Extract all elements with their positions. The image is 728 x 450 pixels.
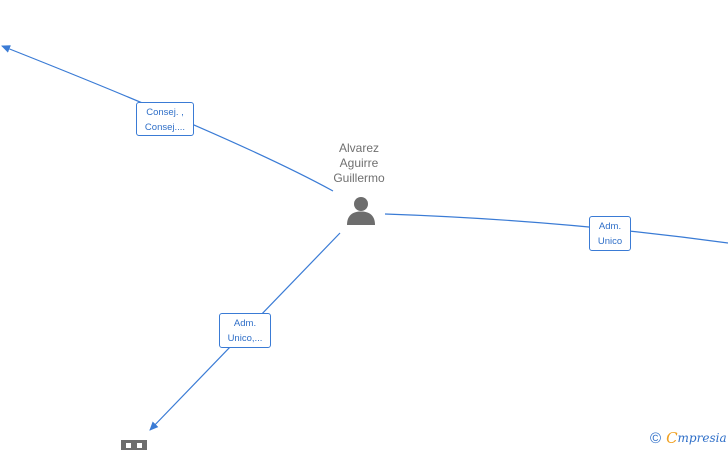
edge-label-line: Unico,... (227, 333, 263, 344)
person-name-line: Aguirre (339, 156, 379, 170)
copyright-icon: © (650, 429, 662, 447)
empresia-watermark: © C mpresia (650, 429, 727, 447)
person-node-name[interactable]: Alvarez Aguirre Guillermo (309, 141, 409, 186)
edge-label-line: Consej.... (144, 122, 186, 133)
edge-label-line: Unico (597, 236, 623, 247)
edge-label-line: Adm. (233, 318, 257, 329)
edge-consej (1, 45, 334, 192)
edge-adm-unico-right (384, 213, 728, 244)
edge-label-line: Adm. (598, 221, 622, 232)
edge-label-line: Consej. , (146, 107, 184, 118)
person-name-line: Alvarez (338, 141, 379, 155)
person-name-line: Guillermo (333, 171, 385, 185)
brand-logo-initial: C (666, 429, 678, 447)
person-icon[interactable] (346, 196, 376, 226)
edge-label-adm-unico-bottom[interactable]: Adm. Unico,... (219, 313, 271, 348)
brand-logo-text: mpresia (677, 431, 727, 445)
edge-label-adm-unico-right[interactable]: Adm. Unico (589, 216, 631, 251)
edge-label-consej[interactable]: Consej. , Consej.... (136, 102, 194, 136)
building-icon[interactable] (121, 440, 147, 450)
